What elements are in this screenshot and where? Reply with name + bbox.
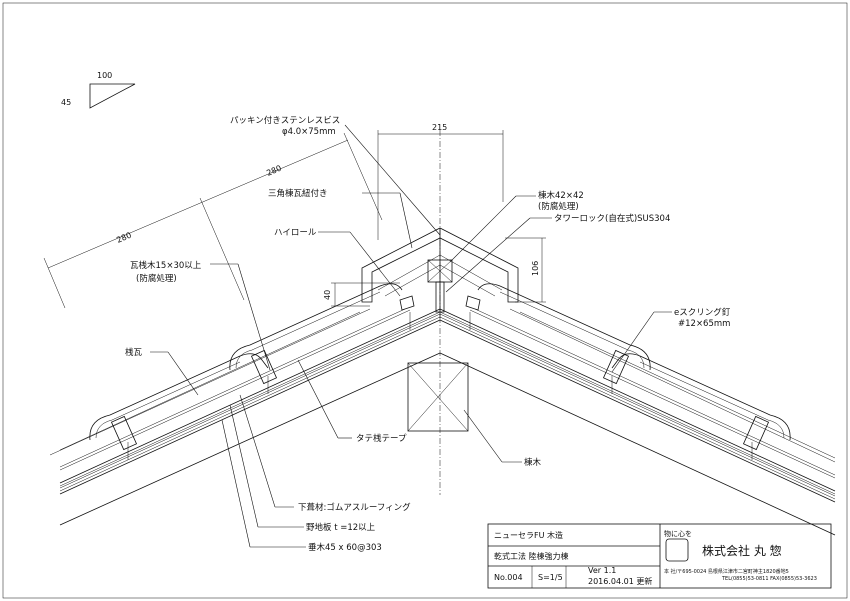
dim-slope-outer: 280 280 [43, 132, 383, 309]
label-rafter: 垂木45 x 60@303 [308, 542, 382, 553]
dim-left-height-text: 40 [323, 290, 332, 300]
dim-left-height: 40 [323, 282, 400, 307]
title-updated: 2016.04.01 更新 [588, 576, 652, 586]
label-eave-tile: 桟瓦 [125, 347, 143, 358]
label-vertical-tape: タテ桟テープ [356, 433, 407, 444]
label-ridge-board-treatment: (防腐処理) [538, 201, 579, 212]
company-address: 本 社/〒695-0024 島根県江津市二宮町神主1820番地5 [664, 568, 789, 575]
company-name: 株式会社 丸 惣 [702, 543, 782, 558]
label-screw: パッキン付きステンレスビス [230, 115, 340, 126]
title-method: 乾式工法 陸棟強力棟 [494, 551, 569, 561]
slope-run-text: 100 [97, 71, 112, 80]
company-logo-icon [665, 538, 689, 562]
label-batten-treatment: (防腐処理) [136, 273, 177, 284]
label-ridge-beam: 棟木 [524, 457, 542, 468]
label-high-roll: ハイロール [274, 228, 317, 238]
leader-lines [150, 124, 672, 548]
label-tower-lock: タワーロック(自在式)SUS304 [554, 213, 670, 224]
tiles-left [89, 283, 411, 460]
dim-top-width-text: 215 [432, 123, 447, 132]
tiles-right [469, 283, 791, 460]
labels: パッキン付きステンレスビス φ4.0×75mm 三角棟瓦紐付き 棟木42×42 … [125, 115, 731, 553]
dim-slope-outer-text-2: 280 [265, 164, 283, 178]
title-motto: 物に心を [664, 529, 692, 538]
title-product: ニューセラFU 木造 [494, 530, 563, 540]
label-screw-nail-size: #12×65mm [678, 319, 730, 329]
company-phone: TEL(0855)53-0811 FAX(0855)53-3623 [721, 576, 817, 582]
title-scale: S=1/5 [538, 573, 563, 582]
title-number: No.004 [494, 573, 523, 582]
label-ridge-board: 棟木42×42 [538, 190, 584, 201]
slope-indicator: 100 45 [61, 71, 136, 109]
ridge-beam [407, 362, 469, 432]
dim-slope-outer-text-1: 280 [115, 231, 133, 245]
label-screw-size: φ4.0×75mm [282, 127, 336, 137]
ridge-cap [361, 227, 519, 318]
slope-rise-text: 45 [61, 98, 71, 107]
title-block: ニューセラFU 木造 乾式工法 陸棟強力棟 No.004 S=1/5 Ver 1… [487, 523, 832, 589]
label-sheathing: 野地板 t =12以上 [306, 522, 376, 533]
title-version: Ver 1.1 [588, 566, 616, 575]
label-batten: 瓦桟木15×30以上 [130, 260, 202, 271]
dim-cap-height: 106 [505, 237, 546, 303]
label-screw-nail: eスクリング釘 [674, 307, 731, 318]
dim-cap-height-text: 106 [531, 261, 540, 276]
label-underlayment: 下葺材:ゴムアスルーフィング [298, 502, 411, 513]
roof-layers-right [439, 308, 836, 536]
roof-layers-left [49, 308, 441, 526]
label-triangle-ridge: 三角棟瓦紐付き [268, 188, 328, 199]
dim-top-width: 215 [377, 123, 504, 240]
